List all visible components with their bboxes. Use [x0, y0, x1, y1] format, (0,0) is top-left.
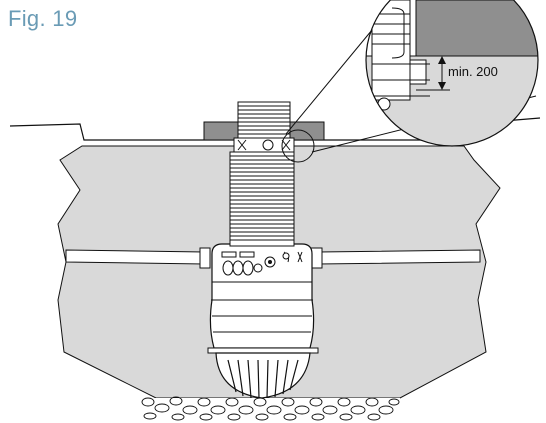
outlet-pipe-right [309, 247, 481, 269]
tank [207, 243, 319, 399]
concrete-collar [203, 121, 325, 141]
riser-shaft [229, 151, 295, 247]
dimension-label: min. 200 [448, 64, 498, 79]
gravel-bed [140, 396, 400, 421]
inlet-pipe-left [65, 247, 211, 269]
figure-caption: Fig. 19 [8, 6, 78, 31]
detail-view: min. 200 [365, 0, 539, 147]
top-riser [233, 101, 295, 153]
